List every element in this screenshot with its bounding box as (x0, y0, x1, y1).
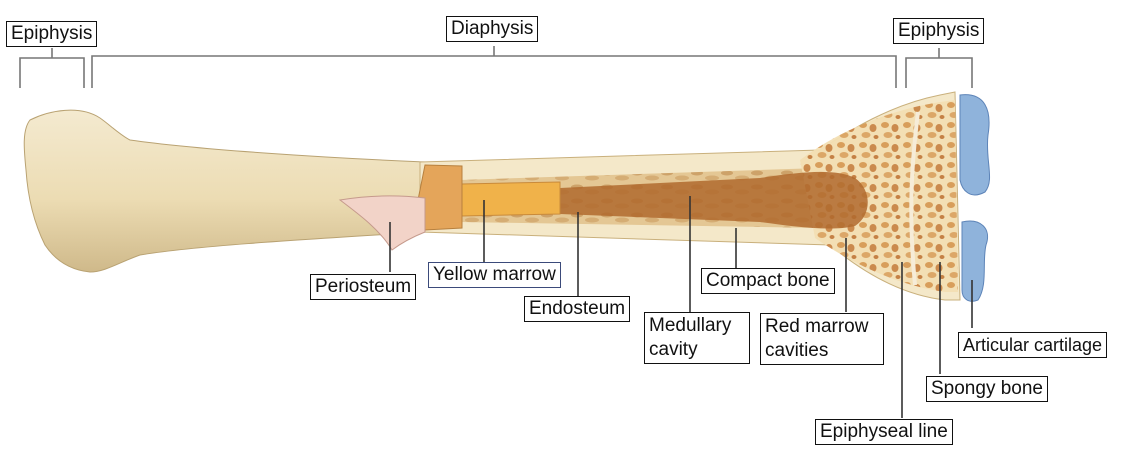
articular-cartilage-region (960, 95, 990, 195)
label-diaphysis: Diaphysis (446, 16, 538, 42)
label-epiphysis-left: Epiphysis (6, 21, 97, 47)
label-spongy-bone: Spongy bone (926, 376, 1048, 402)
label-periosteum: Periosteum (310, 274, 416, 300)
label-epiphyseal-line: Epiphyseal line (815, 419, 953, 445)
label-yellow-marrow: Yellow marrow (428, 262, 561, 288)
label-compact-bone: Compact bone (701, 268, 835, 294)
label-medullary-cavity: Medullary cavity (644, 312, 750, 364)
label-endosteum: Endosteum (524, 296, 630, 322)
label-red-marrow-cavities: Red marrow cavities (760, 313, 884, 365)
articular-cartilage-region-lower (962, 221, 988, 301)
top-brackets (20, 46, 972, 88)
label-articular-cartilage: Articular cartilage (958, 332, 1107, 358)
left-epiphysis (24, 110, 425, 272)
yellow-marrow-region (462, 182, 560, 216)
label-epiphysis-right: Epiphysis (893, 18, 984, 44)
